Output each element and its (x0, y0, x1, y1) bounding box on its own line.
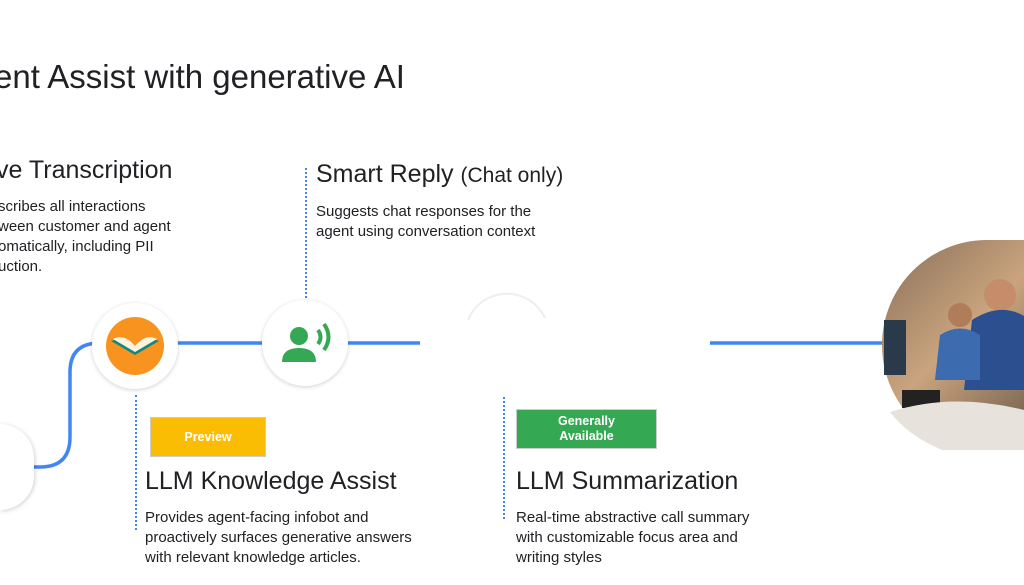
desc-line: agent using conversation context (316, 223, 536, 240)
desc-line: ween customer and agent (0, 218, 171, 235)
live-transcription-desc: scribes all interactions ween customer an… (0, 197, 171, 277)
summarization-desc: Real-time abstractive call summary with c… (516, 508, 749, 568)
desc-line: Provides agent-facing infobot and (145, 509, 369, 526)
summarization-heading: LLM Summarization (516, 467, 739, 495)
live-transcription-heading: ve Transcription (0, 156, 173, 184)
person-speaking-icon (282, 322, 331, 362)
badge-line: Available (559, 429, 614, 443)
dotted-connector (135, 395, 137, 530)
desc-line: proactively surfaces generative answers (145, 529, 412, 546)
smart-reply-suffix: (Chat only) (460, 164, 564, 187)
badge-line: Generally (558, 414, 615, 428)
dotted-connector (503, 397, 505, 519)
preview-badge: Preview (150, 417, 266, 457)
knowledge-assist-desc: Provides agent-facing infobot and proacti… (145, 508, 412, 568)
smart-reply-title: Smart Reply (316, 160, 454, 188)
page-title: ent Assist with generative AI (0, 58, 405, 95)
smart-reply-node (262, 300, 348, 386)
dotted-connector (305, 168, 307, 298)
desc-line: uction. (0, 258, 43, 275)
desc-line: with relevant knowledge articles. (145, 549, 361, 566)
call-center-agents-photo (882, 240, 1024, 450)
desc-line: with customizable focus area and (516, 529, 738, 546)
knowledge-assist-heading: LLM Knowledge Assist (145, 467, 397, 495)
book-icon (106, 317, 164, 375)
smart-reply-heading: Smart Reply (Chat only) (316, 160, 563, 189)
desc-line: omatically, including PII (0, 238, 154, 255)
knowledge-assist-node (92, 303, 178, 389)
desc-line: writing styles (516, 549, 602, 566)
desc-line: Suggests chat responses for the (316, 203, 532, 220)
smart-reply-desc: Suggests chat responses for the agent usi… (316, 202, 535, 242)
agents-illustration (884, 279, 1024, 450)
desc-line: scribes all interactions (0, 198, 146, 215)
desc-line: Real-time abstractive call summary (516, 509, 750, 526)
